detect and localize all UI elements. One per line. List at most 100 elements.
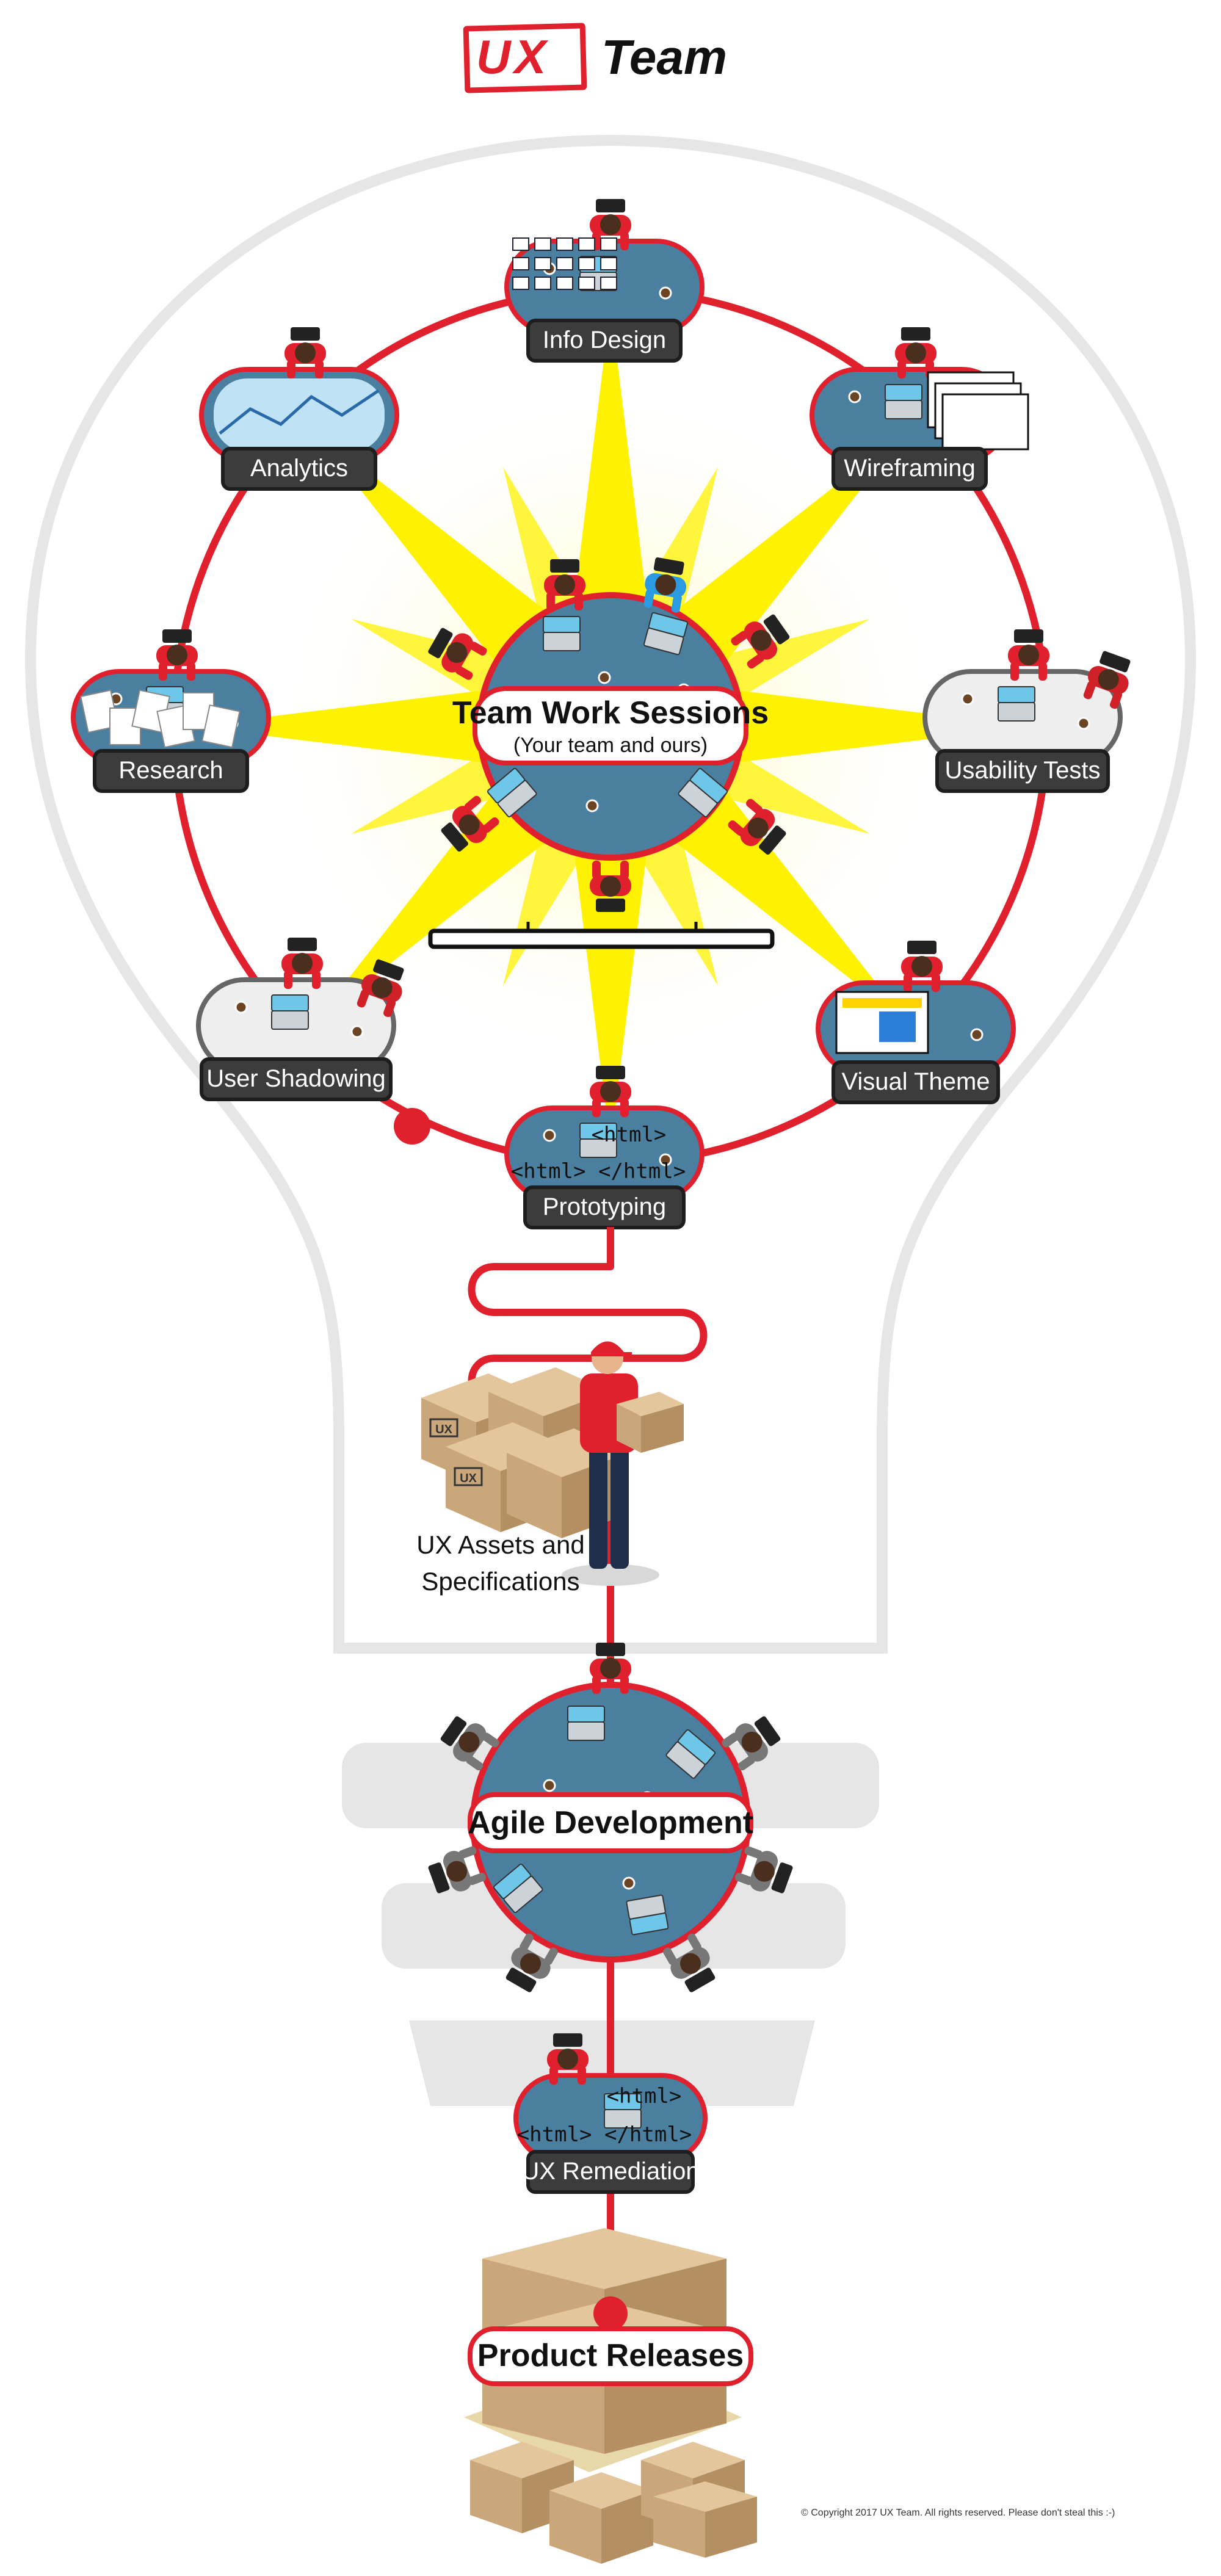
station-label: Prototyping xyxy=(543,1193,666,1220)
laptop-icon xyxy=(626,1894,669,1936)
sunburst-ray xyxy=(189,690,488,763)
laptop-icon xyxy=(493,1863,543,1913)
whiteboard-icon xyxy=(428,922,775,949)
station-prototyping: <html> <html> </html> Prototyping xyxy=(504,1066,705,1229)
wireframe-sheets-icon xyxy=(927,371,1029,450)
sunburst-ray xyxy=(574,305,647,604)
person-icon xyxy=(895,327,937,378)
person-icon xyxy=(440,1716,499,1771)
station-label-box xyxy=(221,447,377,491)
deliverable-label-line2: Specifications xyxy=(421,1567,579,1596)
sunburst-ray xyxy=(733,690,1032,763)
agile-label-box xyxy=(468,1792,753,1853)
hub-label-box xyxy=(473,686,748,765)
ux-team-logo: UX Team xyxy=(458,18,775,98)
person-icon xyxy=(643,557,687,613)
remediation-label: UX Remediation xyxy=(521,2158,699,2185)
station-label-box xyxy=(832,1060,1000,1104)
station-label: Research xyxy=(118,757,223,784)
coffee-cup-icon xyxy=(543,1129,556,1142)
person-icon xyxy=(357,959,404,1018)
agile-development-table: Agile Development xyxy=(428,1643,793,1992)
coffee-cup-icon xyxy=(622,1876,636,1890)
releases-label: Product Releases xyxy=(477,2338,744,2373)
station-wireframing: Wireframing xyxy=(810,327,1029,491)
station-label-box xyxy=(200,1057,393,1101)
coffee-cup-icon xyxy=(961,692,974,706)
releases-dot xyxy=(593,2296,628,2331)
person-icon xyxy=(441,795,499,852)
sunburst-ray-minor xyxy=(351,618,507,703)
chart-icon xyxy=(214,378,385,452)
laptop-icon xyxy=(643,612,689,656)
agile-label: Agile Development xyxy=(468,1805,753,1840)
person-icon xyxy=(544,559,585,610)
sunburst-ray xyxy=(313,786,551,1024)
station-user-shadowing: User Shadowing xyxy=(196,938,404,1101)
person-icon xyxy=(590,199,631,250)
white-box-icon xyxy=(653,2481,757,2558)
station-label-box xyxy=(935,749,1110,793)
laptop-icon xyxy=(579,1123,617,1158)
person-icon xyxy=(428,1846,487,1894)
cardboard-box-icon xyxy=(470,2442,574,2533)
orbit-end-dot xyxy=(394,1108,430,1145)
person-icon xyxy=(590,1643,631,1694)
sunburst-ray-minor xyxy=(714,750,870,834)
coffee-cup-icon xyxy=(234,1000,248,1014)
coffee-cup-icon xyxy=(598,671,611,684)
laptop-icon xyxy=(567,1706,605,1741)
person-icon xyxy=(590,861,631,912)
coffee-cup-icon xyxy=(659,1153,672,1167)
person-icon xyxy=(734,1846,793,1894)
laptop-icon xyxy=(998,686,1035,722)
documents-icon xyxy=(80,689,241,748)
station-info-design: Info Design xyxy=(504,199,705,363)
person-icon xyxy=(731,614,790,669)
person-icon xyxy=(590,1066,631,1117)
deliverable-label-line1: UX Assets and xyxy=(416,1530,584,1559)
person-icon xyxy=(547,2033,589,2085)
hub-subtitle: (Your team and ours) xyxy=(513,734,708,757)
person-icon xyxy=(722,1716,781,1771)
station-label: Info Design xyxy=(543,327,666,353)
coffee-cup-icon xyxy=(1077,717,1090,730)
person-icon xyxy=(1083,651,1131,709)
station-label: User Shadowing xyxy=(206,1065,386,1092)
lightbulb-outline xyxy=(24,134,1197,1654)
station-visual-theme: Visual Theme xyxy=(816,941,1016,1104)
logo-ux-mark: UX xyxy=(476,30,550,84)
station-label: Usability Tests xyxy=(945,757,1101,784)
laptop-icon xyxy=(487,767,537,817)
coffee-cup-icon xyxy=(848,390,861,403)
laptop-icon xyxy=(604,2093,642,2129)
product-releases-stack: Product Releases xyxy=(464,2228,757,2564)
html-snippet: <html> </html> xyxy=(511,1159,686,1184)
logo-team-word: Team xyxy=(601,30,728,84)
station-analytics: Analytics xyxy=(199,327,399,491)
sunburst-ray-minor xyxy=(351,750,507,834)
station-label-box xyxy=(832,447,988,491)
web-layout-icon xyxy=(835,991,929,1054)
box-ux-mark: UX xyxy=(435,1423,452,1436)
station-label: Analytics xyxy=(250,455,348,482)
sunburst-ray xyxy=(574,848,647,1148)
courier-person-icon xyxy=(562,1341,684,1586)
coffee-cup-icon xyxy=(585,799,599,812)
html-snippet: <html> xyxy=(607,2084,682,2108)
box-ux-mark: UX xyxy=(460,1472,477,1485)
person-icon xyxy=(1008,629,1049,681)
person-icon xyxy=(505,1933,558,1992)
laptop-icon xyxy=(885,384,922,419)
laptop-icon xyxy=(678,767,728,817)
station-research: Research xyxy=(71,629,271,793)
laptop-icon xyxy=(271,994,309,1030)
html-snippet: <html> xyxy=(592,1123,667,1147)
html-code-icon: <html> <html> </html> xyxy=(511,1123,686,1184)
team-work-sessions-table: Team Work Sessions(Your team and ours) xyxy=(428,557,790,912)
coffee-cup-icon xyxy=(543,1779,556,1792)
flowchart-icon xyxy=(512,237,617,290)
coffee-cup-icon xyxy=(659,286,672,300)
